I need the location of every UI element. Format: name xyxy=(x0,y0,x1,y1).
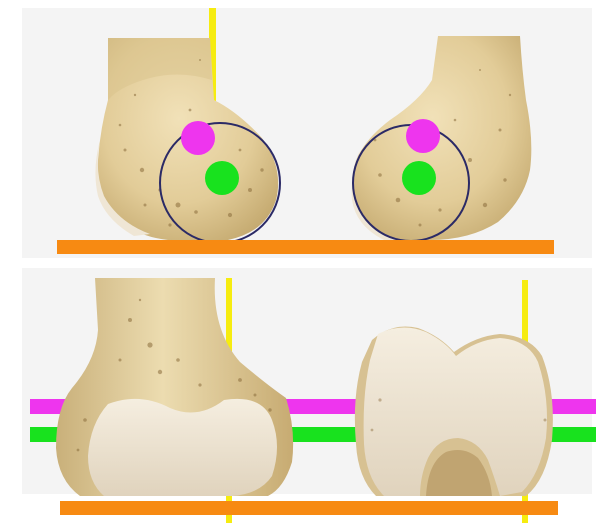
green-marker-medial xyxy=(205,161,239,195)
magenta-marker-lateral xyxy=(406,119,440,153)
magenta-marker-medial xyxy=(181,121,215,155)
joint-line-bottom xyxy=(60,501,558,515)
distal-femur-right xyxy=(355,327,553,497)
joint-line-top xyxy=(57,240,554,254)
green-marker-lateral xyxy=(402,161,436,195)
